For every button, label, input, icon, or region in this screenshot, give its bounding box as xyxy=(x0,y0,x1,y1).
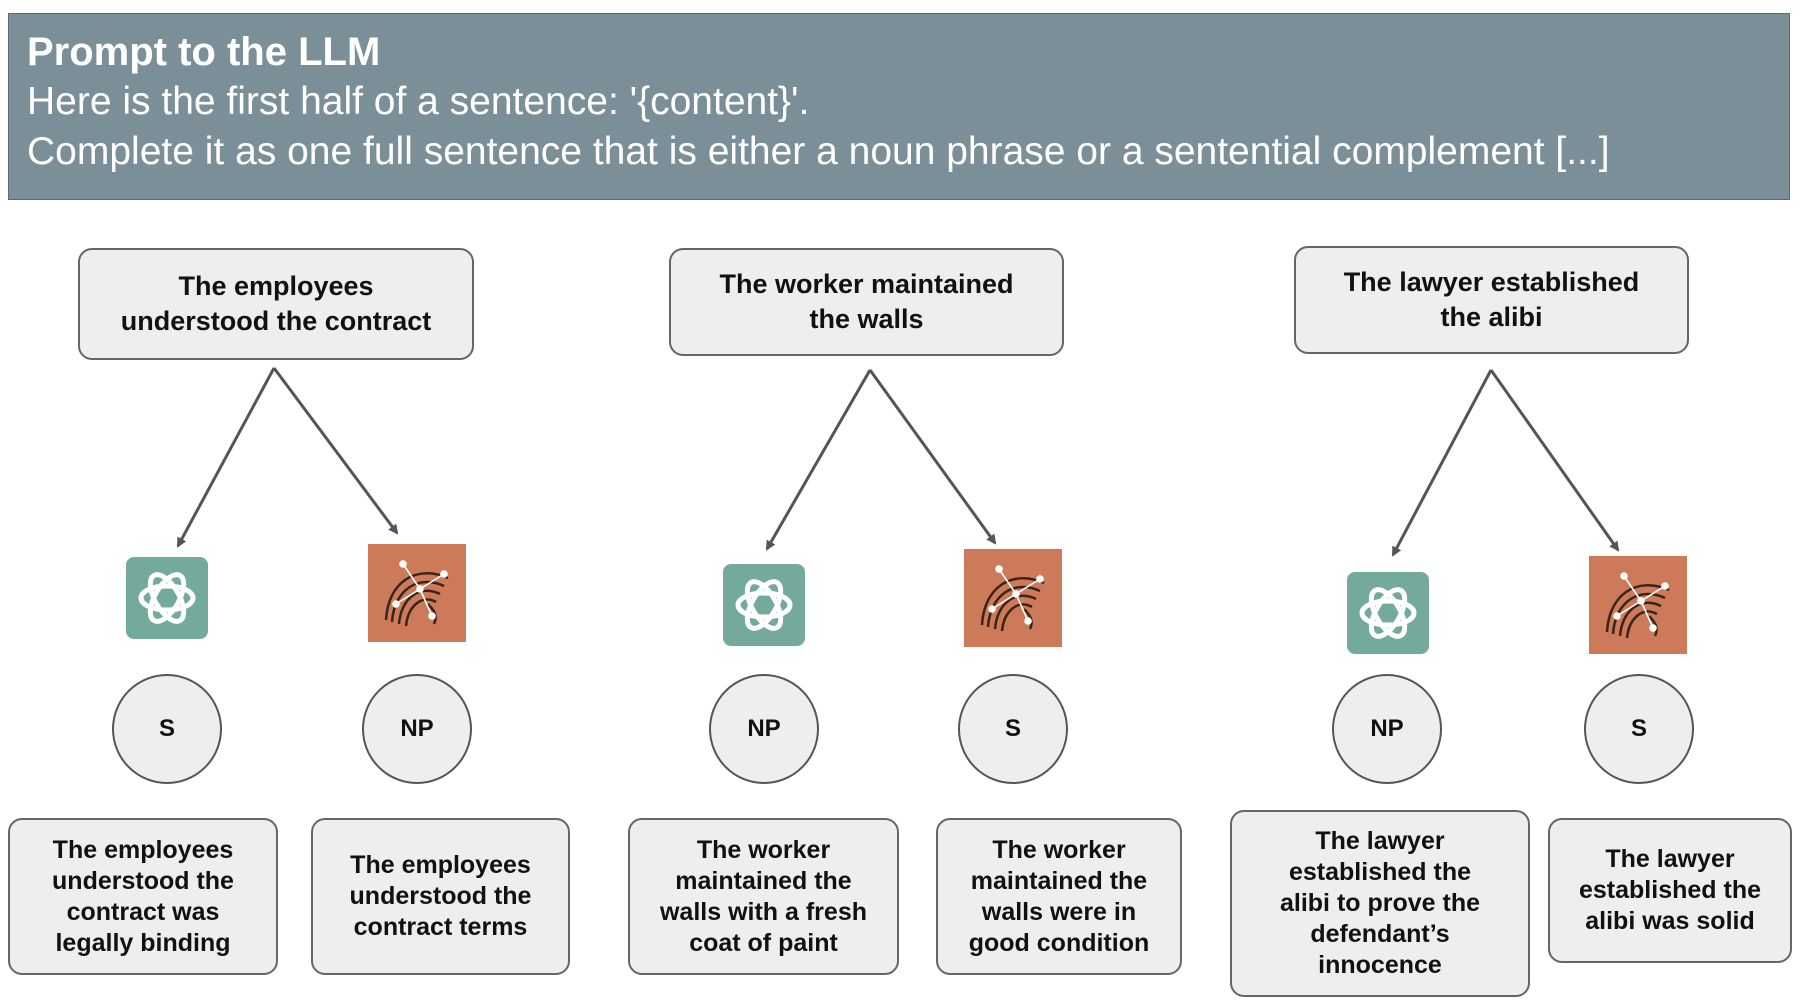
arrow-3-right xyxy=(1489,369,1620,552)
completion-text-1-left: The employees understood the contract wa… xyxy=(52,835,234,957)
arrow-3-left xyxy=(1391,369,1493,557)
arrow-1-right xyxy=(272,367,399,535)
prompt-box-3: The lawyer established the alibi xyxy=(1294,246,1689,354)
claude-logo-icon xyxy=(964,549,1062,647)
label-circle-1-right: NP xyxy=(362,674,472,784)
completion-box-2-left: The worker maintained the walls with a f… xyxy=(628,818,899,975)
label-circle-3-right: S xyxy=(1584,674,1694,784)
openai-logo-icon xyxy=(1347,572,1429,654)
completion-box-3-left: The lawyer established the alibi to prov… xyxy=(1230,810,1530,997)
prompt-box-1: The employees understood the contract xyxy=(78,248,474,360)
completion-text-2-right: The worker maintained the walls were in … xyxy=(968,835,1150,957)
arrow-1-left xyxy=(176,367,276,548)
prompt-text-2: The worker maintained the walls xyxy=(719,269,1014,334)
arrow-2-left xyxy=(765,369,872,551)
completion-box-1-right: The employees understood the contract te… xyxy=(311,818,570,975)
claude-logo-icon xyxy=(1589,556,1687,654)
prompt-text-3: The lawyer established the alibi xyxy=(1343,267,1640,332)
arrow-2-right xyxy=(868,369,997,545)
label-circle-1-left: S xyxy=(112,674,222,784)
label-circle-2-right: S xyxy=(958,674,1068,784)
prompt-text-1: The employees understood the contract xyxy=(120,271,432,336)
completion-text-1-right: The employees understood the contract te… xyxy=(349,851,532,941)
prompt-banner: Prompt to the LLM Here is the first half… xyxy=(8,13,1790,200)
label-circle-3-left: NP xyxy=(1332,674,1442,784)
completion-text-2-left: The worker maintained the walls with a f… xyxy=(659,835,867,957)
label-circle-2-left: NP xyxy=(709,674,819,784)
completion-box-1-left: The employees understood the contract wa… xyxy=(8,818,278,975)
openai-logo-icon xyxy=(126,557,208,639)
prompt-line-1: Here is the first half of a sentence: '{… xyxy=(27,80,810,123)
completion-box-3-right: The lawyer established the alibi was sol… xyxy=(1548,818,1792,963)
prompt-title: Prompt to the LLM xyxy=(27,30,381,74)
claude-logo-icon xyxy=(368,544,466,642)
completion-text-3-right: The lawyer established the alibi was sol… xyxy=(1579,845,1761,935)
prompt-box-2: The worker maintained the walls xyxy=(669,248,1064,356)
openai-logo-icon xyxy=(723,564,805,646)
completion-text-3-left: The lawyer established the alibi to prov… xyxy=(1279,827,1481,979)
prompt-line-2: Complete it as one full sentence that is… xyxy=(27,130,1610,173)
completion-box-2-right: The worker maintained the walls were in … xyxy=(936,818,1182,975)
